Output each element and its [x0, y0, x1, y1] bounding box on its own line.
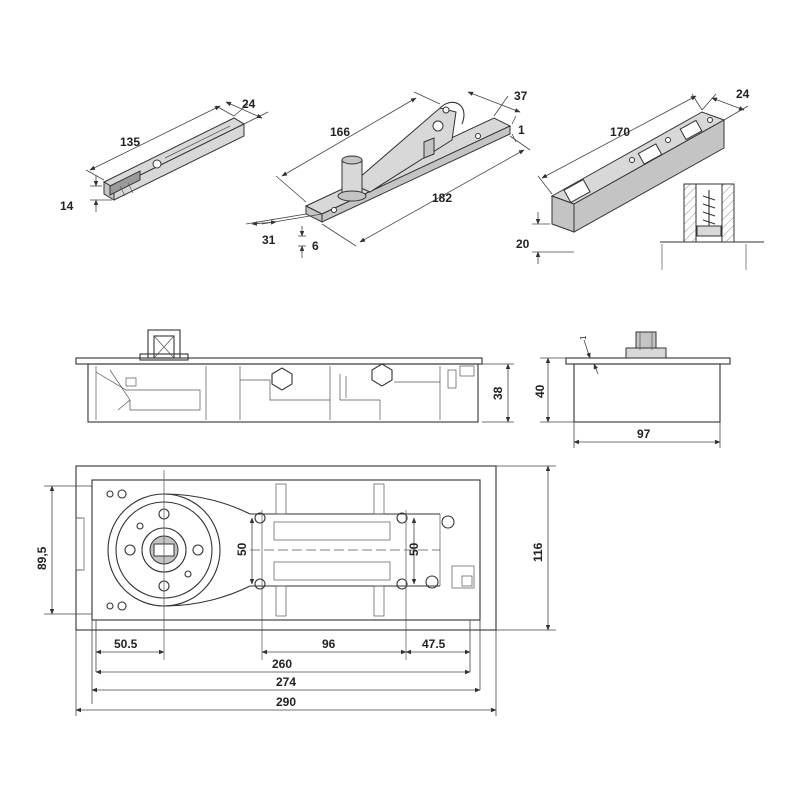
dim-260: 260 [272, 657, 292, 671]
end-view: 40 1 97 [533, 331, 731, 448]
part-b-width: 37 [514, 89, 528, 103]
part-b-gap: 1 [518, 123, 525, 137]
part-c-width: 24 [736, 87, 750, 101]
dim-290: 290 [276, 695, 296, 709]
mounting-detail [660, 183, 764, 270]
side-view-height: 38 [491, 386, 505, 400]
end-view-height: 40 [533, 384, 547, 398]
part-b-thickness: 6 [312, 239, 319, 253]
part-c-height: 20 [516, 237, 530, 251]
part-c-perspective: 170 24 20 [516, 87, 750, 264]
part-a-width: 24 [242, 97, 256, 111]
dim-47-5: 47.5 [422, 637, 446, 651]
part-b-perspective: 166 182 37 1 31 6 [245, 89, 531, 258]
part-b-side: 31 [262, 233, 276, 247]
part-a-perspective: 135 24 14 [60, 97, 269, 213]
part-a-height: 14 [60, 199, 74, 213]
part-b-length: 166 [330, 125, 350, 139]
side-view: 38 [75, 329, 514, 423]
dim-50-right: 50 [407, 542, 421, 556]
end-view-width: 97 [637, 427, 651, 441]
part-a-length: 135 [120, 135, 140, 149]
part-b-length-total: 182 [432, 191, 452, 205]
dim-96: 96 [322, 637, 336, 651]
dim-274: 274 [276, 675, 296, 689]
dim-89-5: 89,5 [35, 546, 49, 570]
dim-50-left: 50 [235, 542, 249, 556]
part-c-length: 170 [610, 125, 630, 139]
dim-50-5: 50.5 [114, 637, 138, 651]
top-view: 50 50 89,5 116 50.5 96 47.5 260 274 290 [35, 465, 556, 716]
end-view-offset: 1 [579, 335, 588, 340]
dim-116: 116 [531, 542, 545, 562]
